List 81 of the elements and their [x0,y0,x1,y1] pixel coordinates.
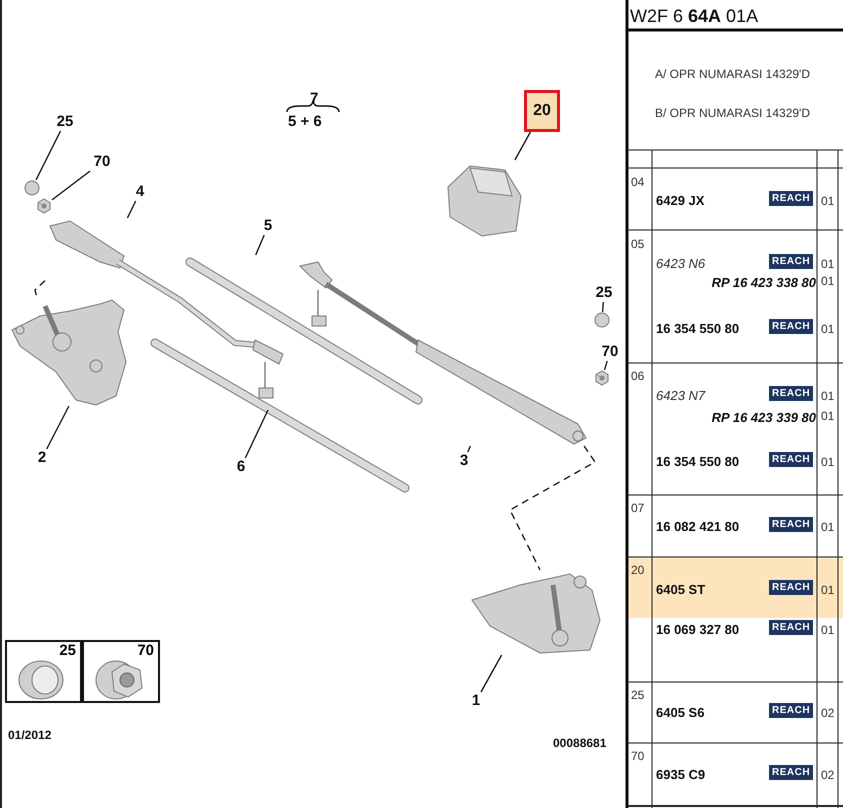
leader-line [604,360,608,370]
leader-line [255,234,265,256]
callout-number: 1 [469,692,483,710]
part-number: 16 069 327 80 [656,622,740,638]
part-number: 6423 N6 [656,256,706,272]
leader-line [244,410,269,458]
table-heading: W2F 6 64A 01A [630,5,758,27]
compliance-badge: REACH [769,703,814,718]
callout-number: 5 + 6 [288,113,322,131]
quantity: 01 [821,454,834,470]
cap-circle [24,180,40,196]
part-number: 16 354 550 80 [656,321,740,337]
leader-line [46,406,70,450]
callout-number: 70 [90,153,114,171]
leader-line [514,132,531,160]
quantity: 01 [821,582,834,598]
leader-line [467,446,471,452]
item-number: 20 [631,562,644,578]
highlighted-callout: 20 [524,90,560,132]
quantity: 01 [821,388,834,404]
item-number: 70 [631,748,644,764]
part-number: 6429 JX [656,193,704,209]
wiper-blade-drawing [183,255,425,407]
quantity: 01 [821,321,834,337]
table-note: A/ OPR NUMARASI 14329'D [655,66,810,82]
leader-line [35,130,62,180]
part-number: 6423 N7 [656,388,706,404]
item-number: 25 [631,687,644,703]
callout-number: 4 [133,183,147,201]
compliance-badge: REACH [769,254,814,269]
quantity: 01 [821,519,834,535]
callout-number: 6 [234,458,248,476]
item-number: 07 [631,500,644,516]
callout-number: 70 [598,343,622,361]
quantity: 01 [821,622,834,638]
item-number: 04 [631,174,644,190]
replacement-number: RP 16 423 339 80 [712,410,816,426]
cap-circle [594,312,610,328]
compliance-badge: REACH [769,386,814,401]
quantity: 01 [821,408,834,424]
wiper-blade-drawing [148,336,412,495]
callout-number: 25 [53,113,77,131]
drawing-code: 00088681 [553,735,606,751]
assembly-line [509,446,596,570]
table-note: B/ OPR NUMARASI 14329'D [655,105,810,121]
part-number: 6935 C9 [656,767,706,783]
quantity: 01 [821,193,834,209]
callout-number: 25 [59,642,76,660]
item-number: 06 [631,368,644,384]
callout-number: 70 [137,642,154,660]
inset-panel [5,640,82,703]
nut-drawing [36,198,52,214]
quantity: 02 [821,705,834,721]
compliance-badge: REACH [769,319,814,334]
part-number: 16 082 421 80 [656,519,740,535]
compliance-badge: REACH [769,765,814,780]
callout-number: 25 [592,284,616,302]
compliance-badge: REACH [769,452,814,467]
compliance-badge: REACH [769,620,814,635]
item-number: 05 [631,236,644,252]
quantity: 01 [821,256,834,272]
leader-line [52,170,90,200]
part-number: 16 354 550 80 [656,454,740,470]
compliance-badge: REACH [769,580,814,595]
leader-line [480,654,502,692]
inset-panel [82,640,160,703]
callout-number: 3 [457,452,471,470]
leader-line [126,200,136,218]
compliance-badge: REACH [769,191,814,206]
nut-drawing [594,370,610,386]
quantity: 01 [821,273,834,289]
callout-number: 2 [35,449,49,467]
replacement-number: RP 16 423 338 80 [712,275,816,291]
quantity: 02 [821,767,834,783]
compliance-badge: REACH [769,517,814,532]
assembly-line [34,280,46,298]
leader-line [602,302,604,312]
drawing-code: 01/2012 [8,727,52,743]
callout-number: 5 [261,217,275,235]
part-number: 6405 S6 [656,705,704,721]
part-number: 6405 ST [656,582,706,598]
